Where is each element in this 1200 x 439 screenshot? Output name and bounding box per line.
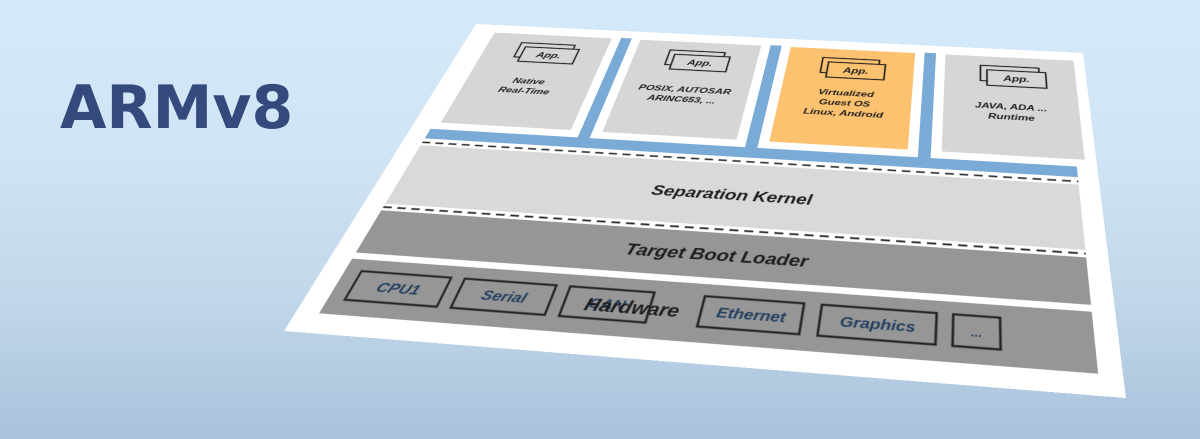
app-window-front-icon [518,47,580,64]
hardware-item-label: Serial [478,288,530,307]
app-label: App. [1002,75,1030,85]
partition-box [602,39,762,140]
hardware-item-label: ... [971,326,982,340]
app-window-front-icon [669,54,730,72]
hardware-item-cpu1: CPU1 [345,271,452,307]
hardware-item-can: CAN [559,286,654,322]
diagram-sheet [283,24,1126,398]
app-label: App. [533,51,562,60]
partition-box [941,54,1085,160]
partition-description: Runtime [988,112,1036,124]
page-title: ARMv8 [60,73,294,143]
hardware-item-label: CAN [586,296,628,314]
partition-2: App.POSIX, AUTOSARARINC653, ... [602,39,762,140]
partition-description: Native [511,77,548,87]
partition-bus [424,37,1078,178]
partition-description: ARINC653, ... [644,93,716,106]
separation-kernel-layer [385,145,1086,250]
hardware-item-serial: Serial [451,279,557,315]
hardware-item-graphics: Graphics [817,305,936,345]
app-label: App. [685,59,714,68]
partition-description: JAVA, ADA ... [975,101,1048,114]
hardware-item-ethernet: Ethernet [697,296,804,334]
partition-description: Real-Time [496,86,552,97]
partition-box [769,46,916,150]
hardware-items-group: CPU1 Serial CAN Ethernet Graphics... [345,271,1001,349]
partition-box [440,32,612,131]
hardware-item-label: Ethernet [715,305,789,326]
hardware-item-label: CPU1 [373,280,424,298]
partition-description: Guest OS [818,98,871,110]
partition-description: Virtualized [817,88,874,100]
partition-4: App. JAVA, ADA ...Runtime [941,54,1085,160]
hardware-item-: ... [953,314,1001,349]
hardware-item-label: Graphics [839,314,917,336]
app-label: App. [841,67,869,77]
partition-description: Linux, Android [802,107,883,120]
